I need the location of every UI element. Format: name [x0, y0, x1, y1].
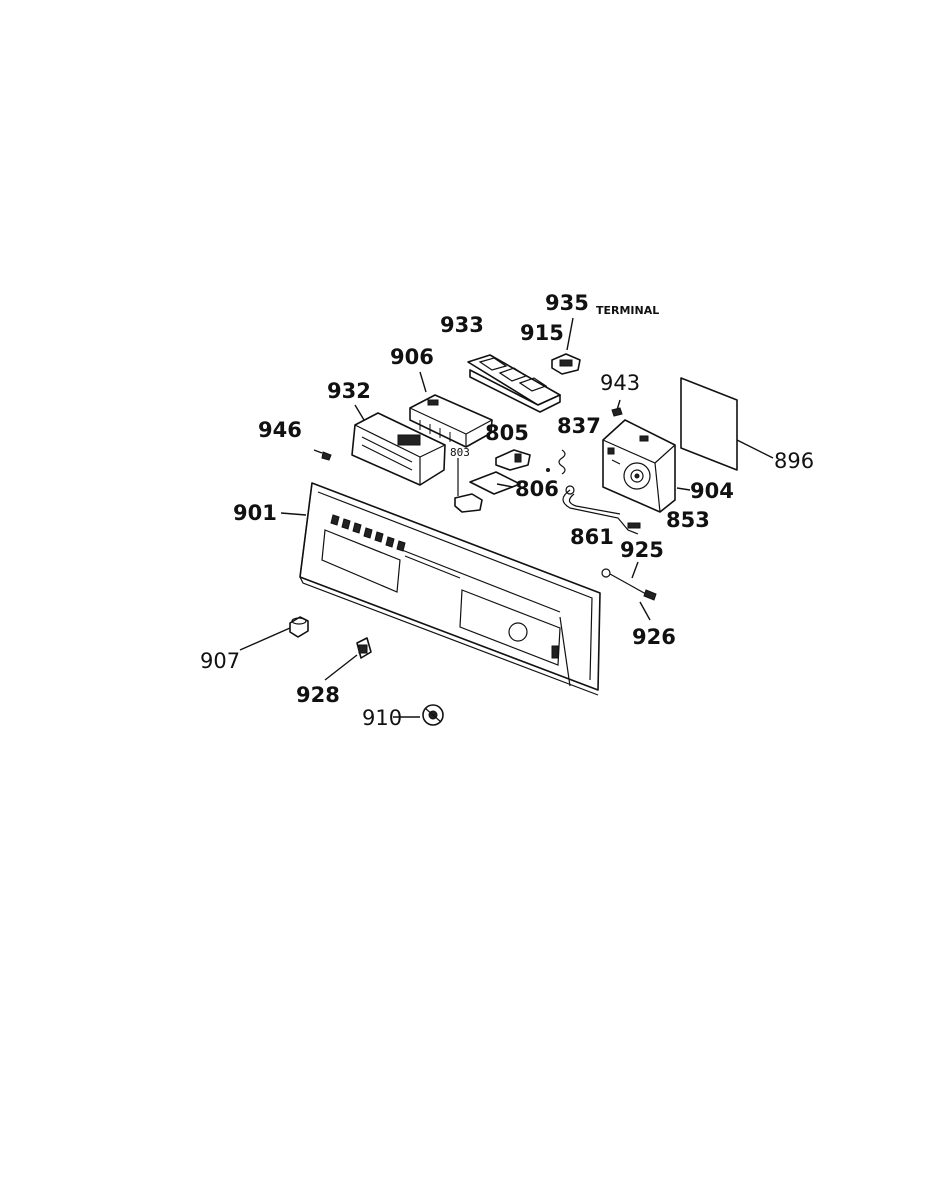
- label-915: 915: [520, 321, 564, 345]
- circuit-strip-933: [467, 354, 561, 413]
- label-926: 926: [632, 625, 676, 649]
- label-907: 907: [200, 649, 240, 673]
- label-853: 853: [666, 508, 710, 532]
- label-805: 805: [485, 421, 529, 445]
- label-925: 925: [620, 538, 664, 562]
- knob-910: [422, 704, 444, 726]
- label-943: 943: [600, 371, 640, 395]
- board-806: [469, 471, 521, 495]
- lead-wire-925: [601, 568, 657, 601]
- clip-803: [454, 458, 483, 513]
- label-837: 837: [557, 414, 601, 438]
- label-904: 904: [690, 479, 734, 503]
- screw-946: [313, 449, 332, 461]
- control-panel-901: [299, 482, 601, 696]
- label-901: 901: [233, 501, 277, 525]
- label-terminal: TERMINAL: [596, 304, 659, 317]
- button-housing-932: [351, 412, 446, 486]
- timer-904: [602, 419, 676, 513]
- switch-assembly-906: [409, 394, 493, 448]
- part-labels: 935 TERMINAL 933 915 906 943 932 946 805…: [200, 291, 814, 730]
- label-896: 896: [774, 449, 814, 473]
- label-910: 910: [362, 706, 402, 730]
- label-928: 928: [296, 683, 340, 707]
- screw-943: [611, 399, 623, 417]
- label-932: 932: [327, 379, 371, 403]
- clip-928: [356, 637, 372, 659]
- label-806: 806: [515, 477, 559, 501]
- sheet-896: [680, 377, 738, 471]
- label-946: 946: [258, 418, 302, 442]
- wire-harness-853: [562, 485, 641, 535]
- terminal-915: [551, 353, 581, 375]
- panel-button-row: [330, 514, 406, 552]
- bracket-805: [495, 449, 531, 471]
- label-933: 933: [440, 313, 484, 337]
- knob-907: [289, 616, 309, 638]
- spring-837: [546, 449, 566, 475]
- leader-lines: [239, 317, 774, 718]
- label-861: 861: [570, 525, 614, 549]
- label-803: 803: [450, 446, 470, 459]
- label-935: 935: [545, 291, 589, 315]
- label-906: 906: [390, 345, 434, 369]
